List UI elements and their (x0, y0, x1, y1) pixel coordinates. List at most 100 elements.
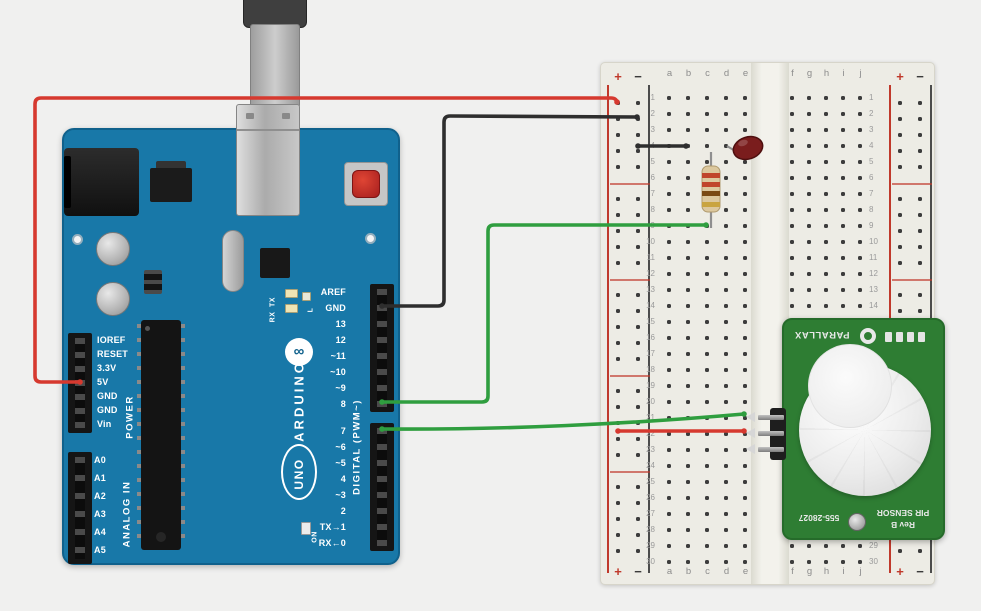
breadboard-hole[interactable] (790, 160, 794, 164)
pir-sensor[interactable]: PARALLAX 555-28027 PIR SENSOR Rev B (746, 318, 945, 540)
breadboard-hole[interactable] (807, 288, 811, 292)
arduino-uno-board[interactable]: POWER ANALOG IN DIGITAL (PWM~) ∞ ARDUINO… (62, 128, 400, 565)
breadboard-hole[interactable] (841, 544, 845, 548)
breadboard-hole[interactable] (667, 240, 671, 244)
usb-connector[interactable] (236, 104, 300, 216)
rail-hole[interactable] (636, 149, 640, 153)
breadboard-hole[interactable] (841, 240, 845, 244)
breadboard-hole[interactable] (686, 128, 690, 132)
breadboard-hole[interactable] (743, 528, 747, 532)
breadboard-hole[interactable] (790, 192, 794, 196)
breadboard-hole[interactable] (824, 160, 828, 164)
breadboard-hole[interactable] (705, 304, 709, 308)
breadboard-hole[interactable] (743, 240, 747, 244)
rail-hole[interactable] (616, 101, 620, 105)
breadboard-hole[interactable] (724, 448, 728, 452)
rail-hole[interactable] (616, 309, 620, 313)
breadboard-hole[interactable] (724, 160, 728, 164)
breadboard-hole[interactable] (790, 544, 794, 548)
rail-hole[interactable] (636, 421, 640, 425)
breadboard-hole[interactable] (667, 112, 671, 116)
breadboard-hole[interactable] (724, 480, 728, 484)
breadboard-hole[interactable] (667, 192, 671, 196)
rail-hole[interactable] (636, 293, 640, 297)
breadboard-hole[interactable] (705, 112, 709, 116)
breadboard-hole[interactable] (724, 192, 728, 196)
breadboard-hole[interactable] (724, 112, 728, 116)
breadboard-hole[interactable] (824, 208, 828, 212)
breadboard-hole[interactable] (667, 368, 671, 372)
breadboard-hole[interactable] (705, 208, 709, 212)
breadboard-hole[interactable] (667, 128, 671, 132)
breadboard-hole[interactable] (790, 144, 794, 148)
rail-hole[interactable] (898, 101, 902, 105)
breadboard-hole[interactable] (743, 512, 747, 516)
breadboard-hole[interactable] (686, 208, 690, 212)
breadboard-hole[interactable] (667, 432, 671, 436)
breadboard-hole[interactable] (824, 544, 828, 548)
breadboard-hole[interactable] (686, 192, 690, 196)
breadboard-hole[interactable] (858, 256, 862, 260)
breadboard-hole[interactable] (841, 192, 845, 196)
breadboard-hole[interactable] (807, 240, 811, 244)
breadboard-hole[interactable] (807, 304, 811, 308)
breadboard-hole[interactable] (743, 272, 747, 276)
breadboard-hole[interactable] (667, 320, 671, 324)
breadboard-hole[interactable] (686, 368, 690, 372)
rail-hole[interactable] (918, 229, 922, 233)
breadboard-hole[interactable] (790, 128, 794, 132)
breadboard-hole[interactable] (686, 528, 690, 532)
rail-hole[interactable] (616, 453, 620, 457)
wire-gnd-black[interactable] (380, 114, 639, 308)
rail-hole[interactable] (636, 485, 640, 489)
breadboard-hole[interactable] (743, 352, 747, 356)
pir-pin-signal[interactable] (758, 414, 784, 420)
rail-hole[interactable] (918, 101, 922, 105)
rail-hole[interactable] (918, 149, 922, 153)
rail-hole[interactable] (616, 229, 620, 233)
icsp-header[interactable] (144, 270, 162, 294)
breadboard-hole[interactable] (724, 144, 728, 148)
breadboard-hole[interactable] (667, 256, 671, 260)
breadboard-hole[interactable] (705, 128, 709, 132)
breadboard-hole[interactable] (686, 160, 690, 164)
breadboard-hole[interactable] (686, 560, 690, 564)
breadboard-hole[interactable] (667, 512, 671, 516)
breadboard-hole[interactable] (705, 176, 709, 180)
rail-hole[interactable] (616, 485, 620, 489)
breadboard-hole[interactable] (807, 96, 811, 100)
rail-hole[interactable] (898, 149, 902, 153)
breadboard-hole[interactable] (705, 224, 709, 228)
breadboard-hole[interactable] (667, 96, 671, 100)
rail-hole[interactable] (616, 341, 620, 345)
rail-hole[interactable] (636, 245, 640, 249)
breadboard-hole[interactable] (807, 544, 811, 548)
breadboard-hole[interactable] (858, 288, 862, 292)
breadboard-hole[interactable] (667, 160, 671, 164)
breadboard-hole[interactable] (686, 112, 690, 116)
breadboard-hole[interactable] (841, 256, 845, 260)
breadboard-hole[interactable] (705, 352, 709, 356)
rail-hole[interactable] (898, 229, 902, 233)
breadboard-hole[interactable] (858, 224, 862, 228)
breadboard-hole[interactable] (858, 144, 862, 148)
breadboard-hole[interactable] (686, 496, 690, 500)
breadboard-hole[interactable] (686, 480, 690, 484)
rail-hole[interactable] (616, 437, 620, 441)
breadboard-hole[interactable] (686, 176, 690, 180)
rail-hole[interactable] (616, 421, 620, 425)
breadboard-hole[interactable] (724, 384, 728, 388)
rail-hole[interactable] (636, 533, 640, 537)
power-header[interactable] (68, 333, 92, 433)
breadboard-hole[interactable] (824, 224, 828, 228)
breadboard-hole[interactable] (858, 96, 862, 100)
breadboard-hole[interactable] (724, 320, 728, 324)
breadboard-hole[interactable] (686, 304, 690, 308)
breadboard-hole[interactable] (807, 128, 811, 132)
breadboard-hole[interactable] (790, 272, 794, 276)
breadboard-hole[interactable] (743, 144, 747, 148)
breadboard-hole[interactable] (705, 288, 709, 292)
rail-hole[interactable] (918, 213, 922, 217)
rail-hole[interactable] (616, 117, 620, 121)
breadboard-hole[interactable] (743, 304, 747, 308)
